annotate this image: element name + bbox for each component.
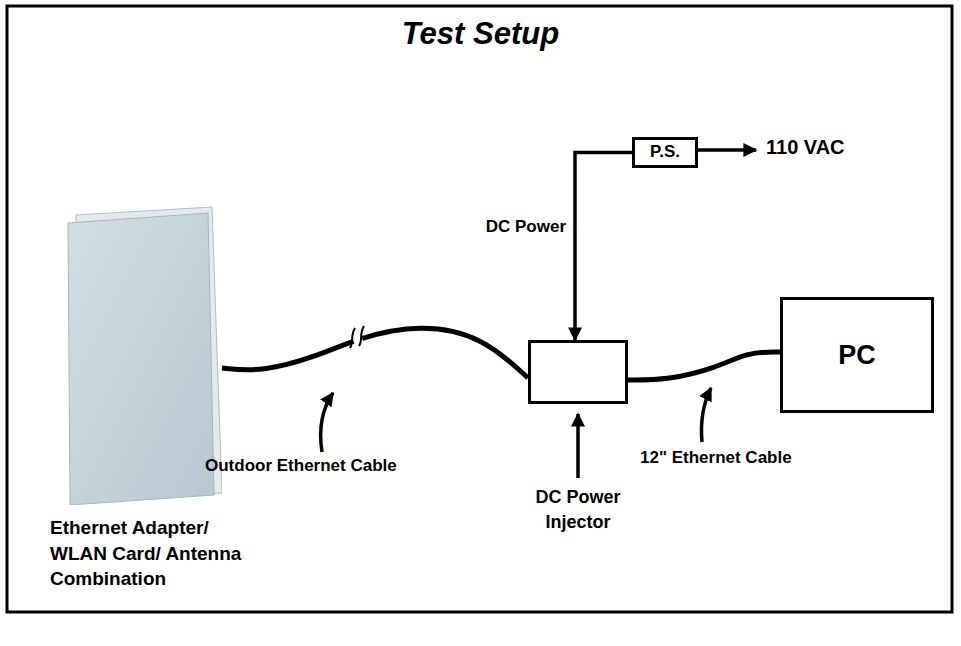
callout-arrow [701, 388, 711, 442]
ac-wire [698, 148, 756, 152]
callout-arrow [321, 393, 333, 452]
node-label: DC Power Injector [522, 485, 634, 535]
edge-label: DC Power [466, 217, 566, 237]
cable-callout: 12" Ethernet Cable [640, 448, 792, 468]
cable-callout: Outdoor Ethernet Cable [205, 456, 397, 476]
dc-power-wire [575, 153, 632, 341]
short-ethernet-cable [628, 352, 780, 380]
node-label: PC [838, 337, 876, 373]
antenna-panel: Ethernet Adapter/ WLAN Card/ Antenna Com… [62, 205, 222, 505]
power-injector-box: DC Power Injector [528, 340, 628, 404]
power-supply-box: P.S. [632, 137, 698, 168]
border-frame [7, 6, 952, 612]
node-label: Ethernet Adapter/ WLAN Card/ Antenna Com… [50, 515, 250, 592]
pc-box: PC [780, 297, 934, 413]
node-label: P.S. [650, 141, 680, 164]
panel-face [68, 213, 214, 505]
outdoor-ethernet-cable [222, 328, 528, 378]
callout-arrow [576, 414, 580, 478]
antenna-illustration [62, 205, 222, 505]
break-mark [359, 326, 364, 346]
voltage-label: 110 VAC [766, 136, 845, 159]
diagram-title: Test Setup [0, 16, 961, 52]
break-mark [350, 328, 355, 348]
